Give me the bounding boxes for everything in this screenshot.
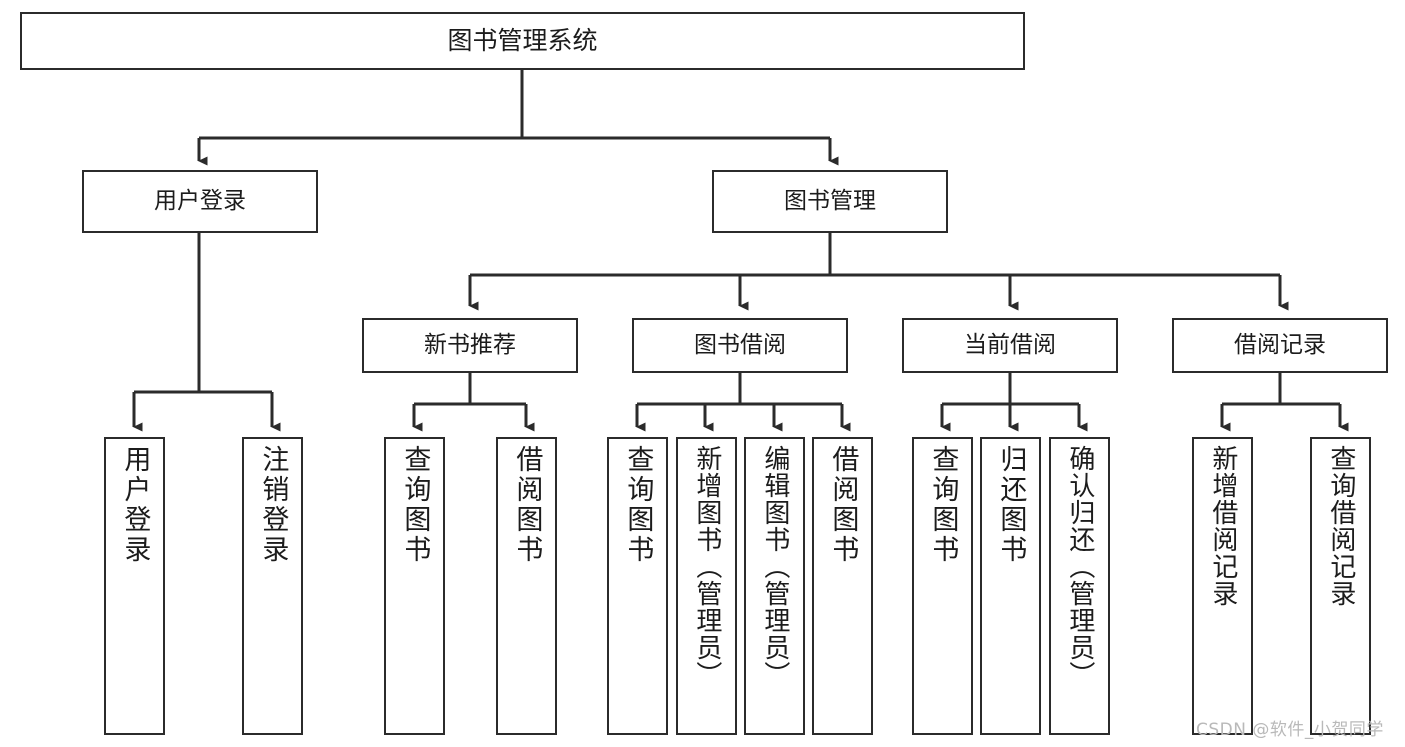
leaf-query-books-recommend[interactable]: 查询图书 (384, 437, 445, 735)
csdn-watermark: CSDN @软件_小贺同学 (1196, 720, 1384, 740)
node-label: 查询图书 (927, 445, 959, 565)
node-borrow-records[interactable]: 借阅记录 (1172, 318, 1388, 373)
node-label: 图书管理 (784, 187, 876, 214)
node-label: 图书管理系统 (447, 26, 598, 56)
node-current-borrow[interactable]: 当前借阅 (902, 318, 1118, 373)
leaf-confirm-return-admin[interactable]: 确认归还（管理员） (1049, 437, 1110, 735)
node-label: 归还图书 (995, 445, 1027, 565)
node-label: 查询图书 (399, 445, 431, 565)
leaf-query-borrow-record[interactable]: 查询借阅记录 (1310, 437, 1371, 735)
leaf-user-login[interactable]: 用户登录 (104, 437, 165, 735)
node-label: 新书推荐 (424, 331, 516, 358)
node-book-borrow[interactable]: 图书借阅 (632, 318, 848, 373)
node-label: 图书借阅 (694, 331, 786, 358)
leaf-add-borrow-record[interactable]: 新增借阅记录 (1192, 437, 1253, 735)
node-label: 查询借阅记录 (1325, 445, 1356, 607)
leaf-edit-book-admin[interactable]: 编辑图书（管理员） (744, 437, 805, 735)
node-book-management[interactable]: 图书管理 (712, 170, 948, 233)
leaf-add-book-admin[interactable]: 新增图书（管理员） (676, 437, 737, 735)
leaf-return-books[interactable]: 归还图书 (980, 437, 1041, 735)
node-label: 注销登录 (257, 445, 289, 565)
leaf-query-books-borrow[interactable]: 查询图书 (607, 437, 668, 735)
node-root-book-management-system[interactable]: 图书管理系统 (20, 12, 1025, 70)
node-label: 用户登录 (119, 445, 151, 565)
node-label: 编辑图书（管理员） (759, 445, 790, 688)
leaf-logout[interactable]: 注销登录 (242, 437, 303, 735)
node-label: 确认归还（管理员） (1064, 445, 1095, 688)
node-label: 当前借阅 (964, 331, 1056, 358)
node-label: 借阅记录 (1234, 331, 1326, 358)
node-new-book-recommend[interactable]: 新书推荐 (362, 318, 578, 373)
leaf-borrow-books-recommend[interactable]: 借阅图书 (496, 437, 557, 735)
leaf-query-books-current[interactable]: 查询图书 (912, 437, 973, 735)
node-label: 借阅图书 (827, 445, 859, 565)
node-label: 新增图书（管理员） (691, 445, 722, 688)
node-label: 用户登录 (154, 187, 246, 214)
leaf-borrow-books-borrow[interactable]: 借阅图书 (812, 437, 873, 735)
node-label: 查询图书 (622, 445, 654, 565)
node-label: 新增借阅记录 (1207, 445, 1238, 607)
node-label: 借阅图书 (511, 445, 543, 565)
node-user-login[interactable]: 用户登录 (82, 170, 318, 233)
